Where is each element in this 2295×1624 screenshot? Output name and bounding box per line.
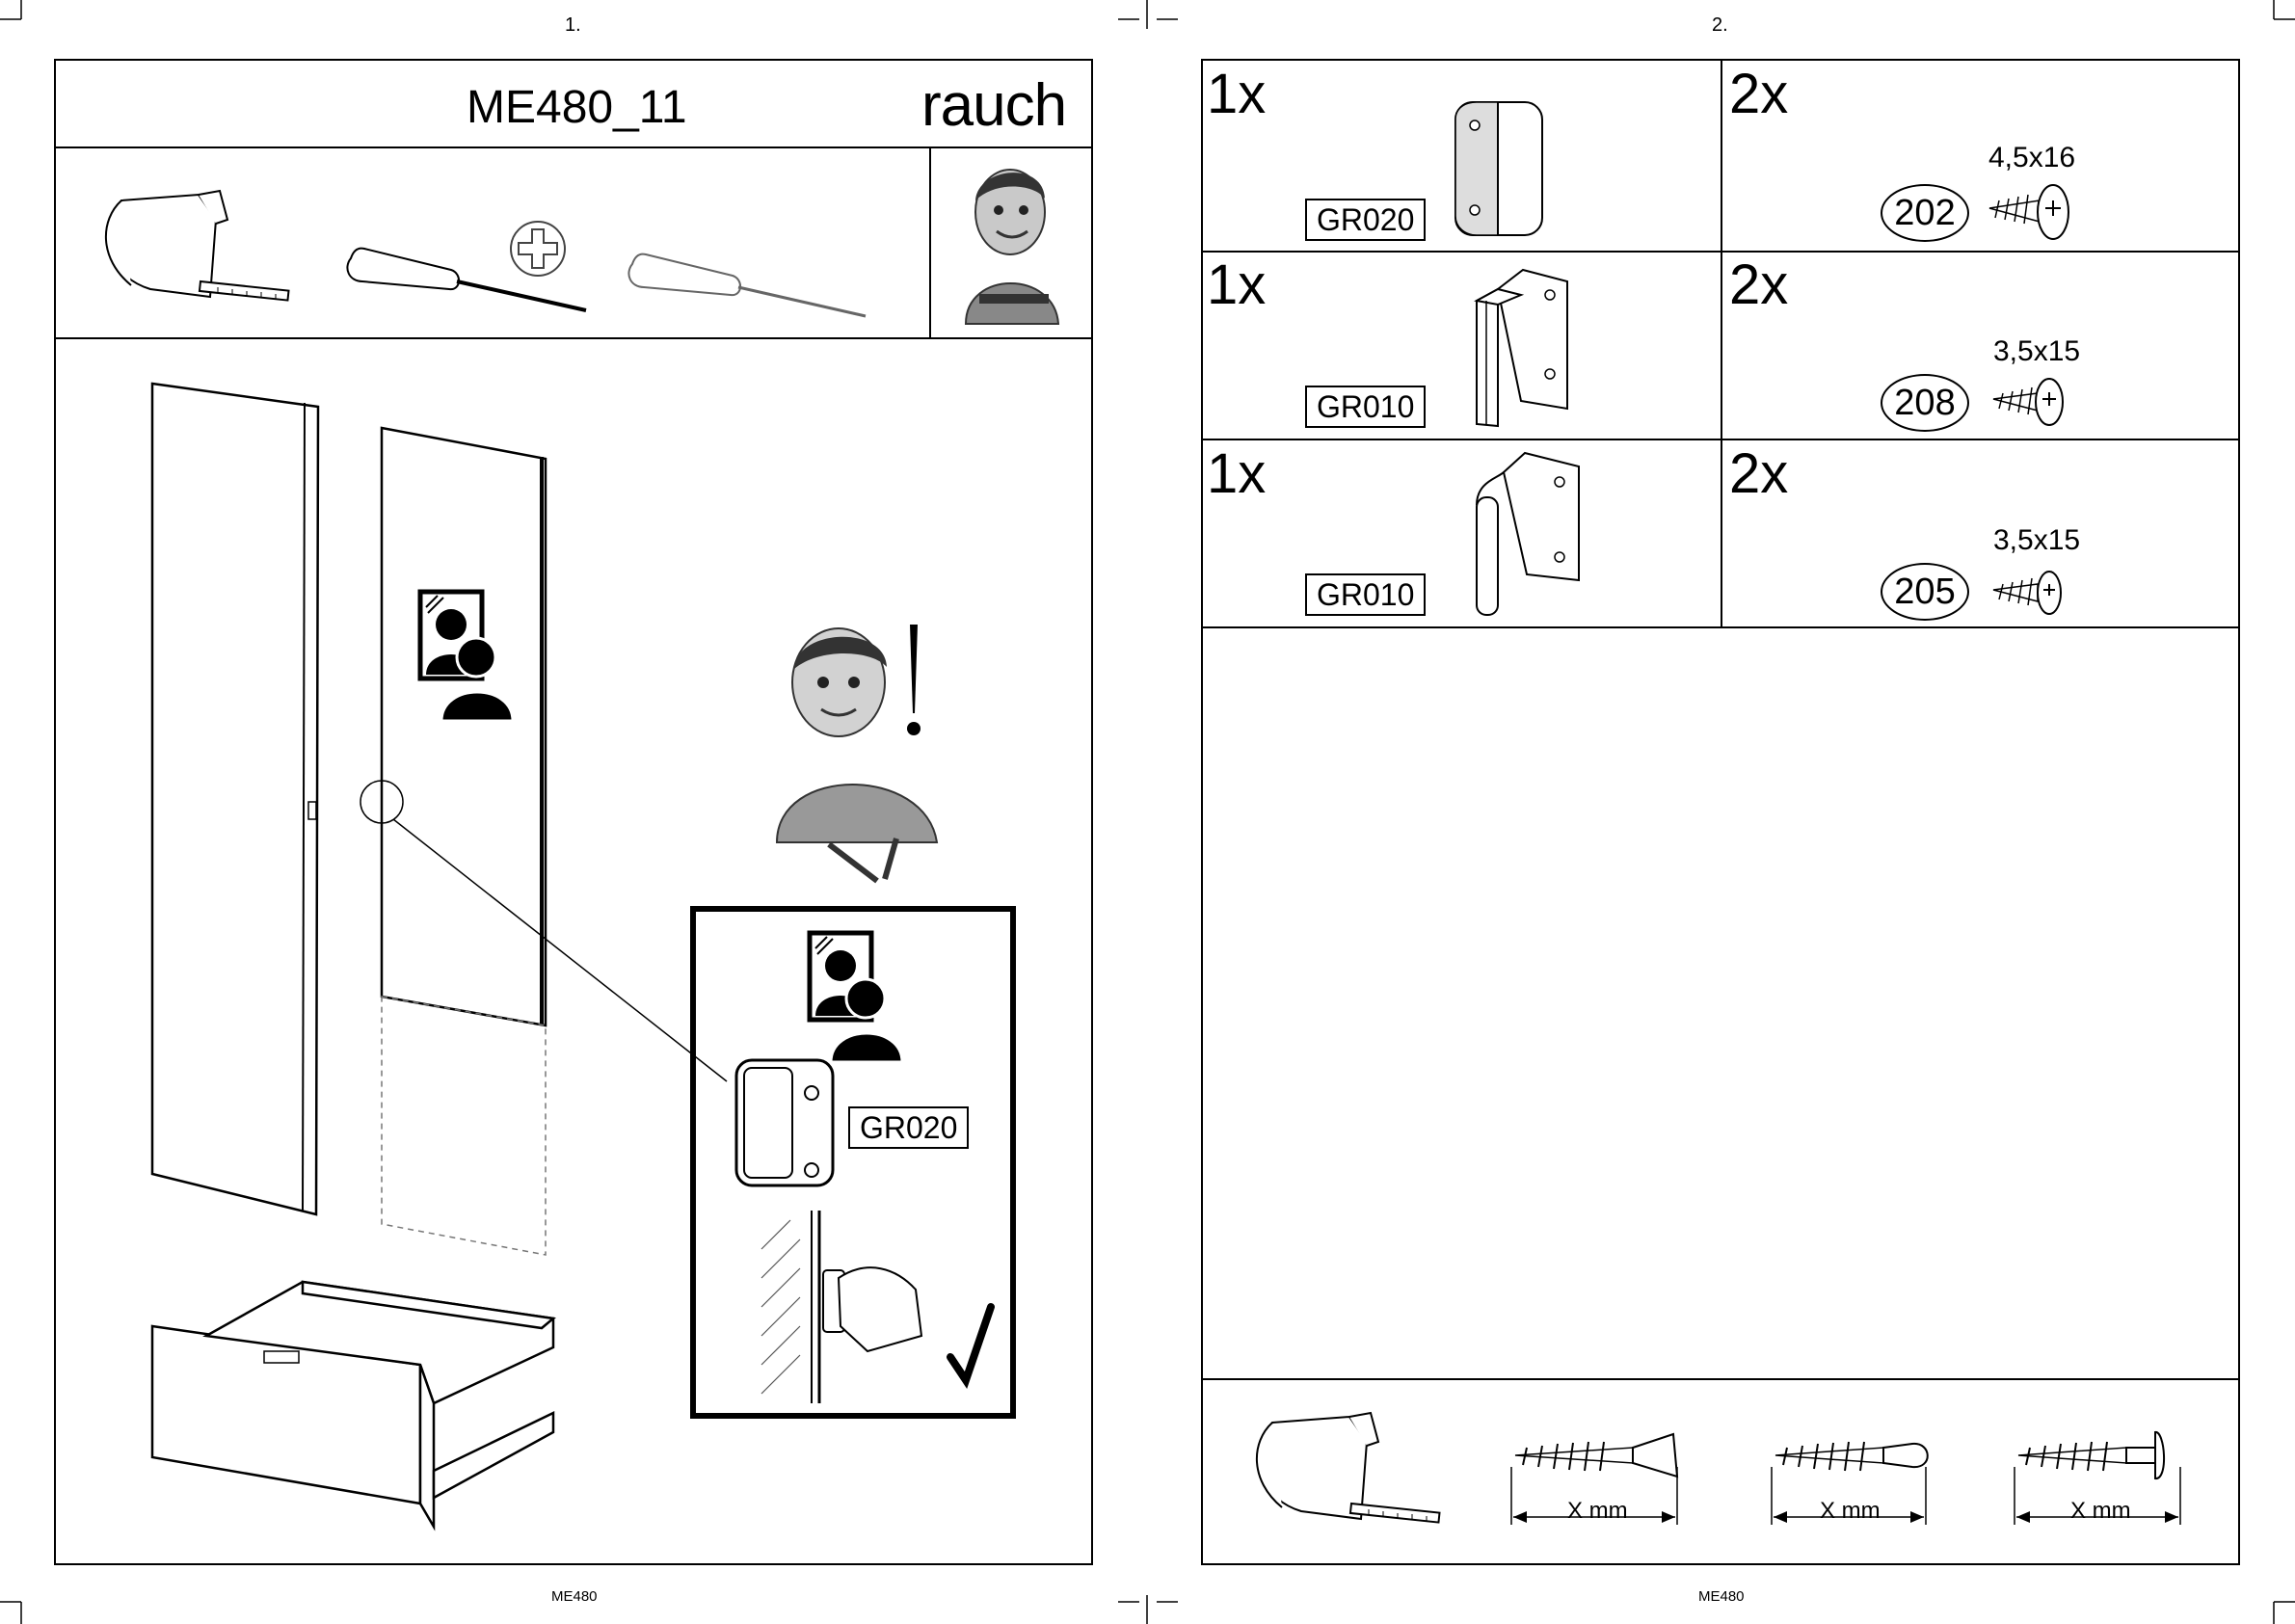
screw-icon (1989, 567, 2076, 625)
page-number-right: 2. (1712, 14, 1728, 37)
page-number-left: 1. (565, 14, 581, 37)
divider (1201, 626, 2240, 628)
divider (54, 146, 1093, 148)
dimension-label: X mm (1820, 1498, 1881, 1525)
part-quantity: 1x (1207, 441, 1266, 506)
dimension-label: X mm (1567, 1498, 1628, 1525)
screw-quantity: 2x (1729, 441, 1788, 506)
worker-attention-icon (771, 625, 954, 894)
part-quantity: 1x (1207, 253, 1266, 317)
screw-size-label: 3,5x15 (1993, 524, 2080, 557)
divider (929, 146, 931, 337)
angle-bracket-part-icon (1469, 449, 1585, 623)
mirror-person-icon (416, 590, 522, 725)
screw-number-badge: 202 (1881, 184, 1969, 242)
mirror-clip-part-icon (1452, 98, 1548, 243)
screw-number-badge: 208 (1881, 374, 1969, 432)
angle-bracket-part-icon (1469, 266, 1575, 430)
drawer-illustration (148, 1278, 573, 1529)
divider (1201, 1378, 2240, 1380)
screw-quantity: 2x (1729, 62, 1788, 126)
worker-avatar-icon (956, 154, 1072, 328)
mirror-person-icon (806, 931, 912, 1066)
footer-code-right: ME480 (1698, 1588, 1745, 1605)
phillips-head-symbol-icon (507, 218, 569, 280)
screw-quantity: 2x (1729, 253, 1788, 317)
part-code-label: GR010 (1305, 573, 1426, 616)
brand-logo: rauch (921, 71, 1066, 140)
footer-code-left: ME480 (551, 1588, 598, 1605)
flathead-screwdriver-icon (625, 251, 875, 328)
part-code-label: GR010 (1305, 386, 1426, 428)
hand-pressing-clip-illustration (752, 1211, 1002, 1413)
part-code-label: GR020 (848, 1106, 969, 1149)
detail-leader-line (355, 777, 740, 1105)
page-title: ME480_11 (467, 81, 687, 134)
screw-size-label: 4,5x16 (1988, 142, 2075, 174)
tape-measure-icon (93, 181, 305, 316)
tall-door-panel (145, 378, 318, 1226)
divider (1721, 59, 1722, 626)
screw-icon (1989, 376, 2076, 434)
screw-size-label: 3,5x15 (1993, 335, 2080, 368)
part-quantity: 1x (1207, 62, 1266, 126)
dimension-label: X mm (2070, 1498, 2131, 1525)
divider (54, 337, 1093, 339)
screw-number-badge: 205 (1881, 563, 1969, 621)
mirror-clip-icon (733, 1058, 839, 1193)
part-code-label: GR020 (1305, 199, 1426, 241)
screw-icon (1986, 179, 2082, 247)
tape-measure-icon (1243, 1403, 1455, 1538)
